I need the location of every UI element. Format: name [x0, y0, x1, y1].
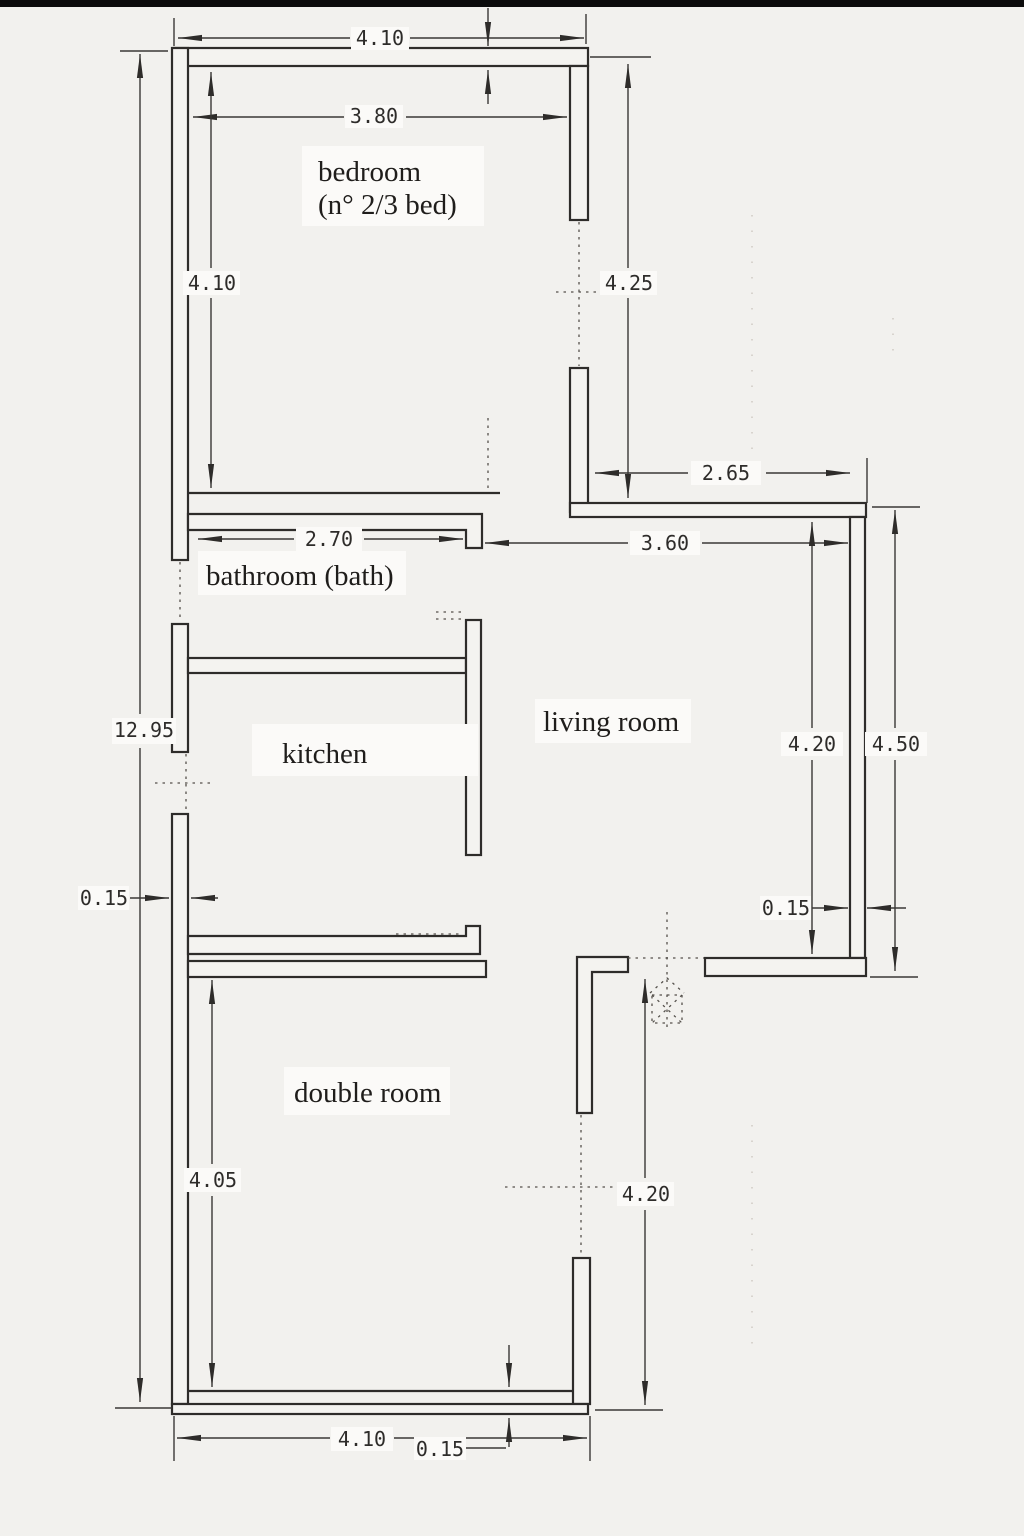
door-living-symbol-box: [651, 994, 683, 1024]
walls: [170, 46, 868, 1416]
wall-double-room-right-lower: [571, 1256, 592, 1406]
dim-living-depth: 4.20: [788, 732, 836, 756]
wall-living-door-jamb: [575, 955, 630, 1115]
wall-kitchen-bottom: [186, 924, 482, 956]
room-label-kitchen: kitchen: [282, 738, 368, 770]
dim-bedroom-depth: 4.10: [188, 271, 236, 295]
dim-double-room-depth: 4.05: [189, 1168, 237, 1192]
dim-living-top-width: 2.65: [702, 461, 750, 485]
room-labels: bedroom (n° 2/3 bed) bathroom (bath) kit…: [206, 156, 680, 1109]
door-living-swing: [649, 977, 685, 994]
wall-left-upper: [170, 46, 190, 562]
openings: [155, 222, 704, 1256]
wall-bottom: [170, 1402, 590, 1416]
scan-edge-bar: [0, 0, 1024, 7]
wall-bedroom-right-lower: [568, 366, 590, 514]
dim-bathroom-width: 2.70: [305, 527, 353, 551]
dimension-labels: 4.10 3.80 4.10 4.25 2.65 3.60 2.70 12.95…: [80, 26, 920, 1461]
dim-right-wall-thickness: 0.15: [762, 896, 810, 920]
room-label-bathroom: bathroom (bath): [206, 560, 394, 592]
room-label-living-room: living room: [543, 706, 680, 738]
dim-double-room-right-depth: 4.20: [622, 1182, 670, 1206]
wall-living-top: [568, 501, 868, 519]
scan-noise: [751, 215, 894, 1345]
dim-living-outer-depth: 4.50: [872, 732, 920, 756]
dim-bedroom-right-depth: 4.25: [605, 271, 653, 295]
dim-bedroom-width: 3.80: [350, 104, 398, 128]
wall-bedroom-right-upper: [568, 64, 590, 222]
wall-top: [172, 46, 590, 68]
room-label-double-room: double room: [294, 1077, 442, 1109]
room-label-bedroom: bedroom: [318, 156, 422, 188]
wall-left-lower: [170, 812, 190, 1406]
wall-double-room-top: [186, 959, 488, 979]
dim-top-width: 4.10: [356, 26, 404, 50]
dim-living-width: 3.60: [641, 531, 689, 555]
wall-kitchen-top: [186, 656, 468, 675]
dim-overall-depth: 12.95: [114, 718, 174, 742]
wall-bathroom-top: [186, 512, 484, 550]
wall-living-right: [848, 515, 867, 960]
dim-bottom-width: 4.10: [338, 1427, 386, 1451]
label-backgrounds: [78, 27, 927, 1460]
dim-left-wall-thickness: 0.15: [80, 886, 128, 910]
room-label-bedroom-sub: (n° 2/3 bed): [318, 189, 457, 221]
dimension-lines: [130, 8, 906, 1447]
wall-living-bottom: [703, 956, 868, 978]
dim-bottom-wall-thickness: 0.15: [416, 1437, 464, 1461]
extension-lines: [115, 14, 920, 1461]
